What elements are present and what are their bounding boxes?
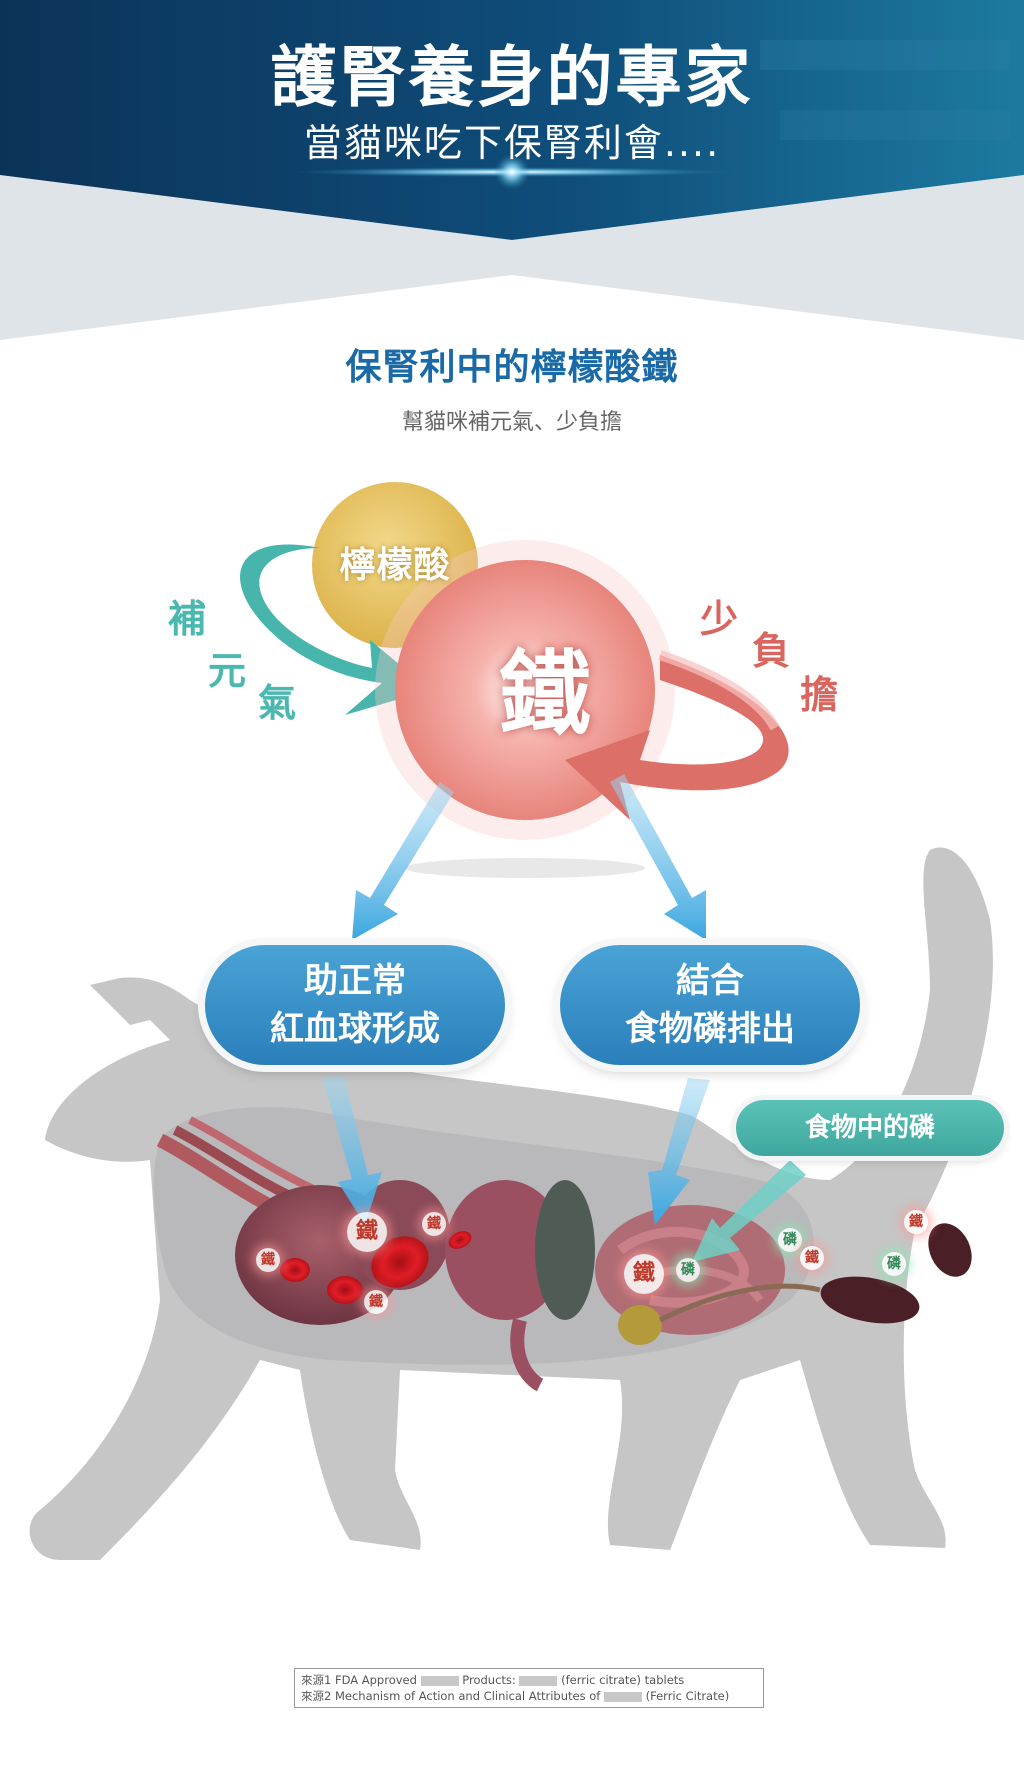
section-subtitle: 幫貓咪補元氣、少負擔: [401, 410, 622, 435]
less-burden-label-char3: 擔: [800, 673, 839, 717]
dietary-phosphorus-pill: 食物中的磷: [736, 1100, 1004, 1156]
replenish-label-char1: 補: [168, 597, 207, 641]
iron-tag: 鐵: [904, 1210, 928, 1234]
reference-line-2: 來源2 Mechanism of Action and Clinical Att…: [301, 1688, 757, 1704]
less-burden-label-char1: 少: [700, 597, 739, 641]
bind-phosphorus-line1: 結合: [676, 961, 744, 1001]
references-box: 來源1 FDA Approved Products: (ferric citra…: [294, 1668, 764, 1708]
bind-phosphorus-line2: 食物磷排出: [625, 1009, 795, 1049]
redacted-brand: [603, 1691, 642, 1702]
iron-tag: 鐵: [624, 1254, 664, 1294]
blue-arrow-left-icon: [352, 782, 454, 940]
iron-tag: 鐵: [422, 1212, 446, 1236]
red-blood-cell: [371, 1236, 429, 1288]
reference-1-suffix: (ferric citrate) tablets: [561, 1673, 685, 1687]
red-blood-cell: [280, 1258, 310, 1282]
redacted-brand: [420, 1675, 459, 1686]
reference-1-mid: Products:: [462, 1673, 516, 1687]
mechanism-illustration: [29, 482, 993, 1560]
redacted-brand: [519, 1675, 558, 1686]
iron-tag: 鐵: [256, 1248, 280, 1272]
reference-1-prefix: 來源1 FDA Approved: [301, 1673, 417, 1687]
blue-arrow-down-left-icon: [322, 1076, 382, 1225]
replenish-label-char3: 氣: [258, 681, 297, 725]
phosphorus-tag: 磷: [676, 1258, 700, 1282]
header-banner: [0, 0, 1024, 340]
page-title: 護腎養身的專家: [270, 39, 754, 116]
page-subtitle: 當貓咪吃下保腎利會....: [303, 121, 721, 165]
red-blood-cell: [448, 1231, 472, 1249]
citric-acid-label: 檸檬酸: [339, 545, 451, 586]
teal-arrow-icon: [240, 544, 430, 715]
reference-2-suffix: (Ferric Citrate): [645, 1689, 730, 1703]
stomach-organ: [535, 1180, 595, 1320]
iron-tag: 鐵: [800, 1246, 824, 1270]
phosphorus-tag: 磷: [778, 1228, 802, 1252]
blue-arrow-down-right-icon: [648, 1078, 710, 1225]
feces: [820, 1276, 920, 1324]
iron-tag: 鐵: [347, 1212, 387, 1252]
bladder-organ: [618, 1305, 662, 1345]
less-burden-label-char2: 負: [752, 629, 791, 673]
teal-arrow-phosphorus-icon: [692, 1160, 806, 1262]
bind-phosphorus-box: 結合 食物磷排出: [560, 945, 860, 1065]
red-blood-cell: [327, 1276, 363, 1304]
liver-organ: [445, 1180, 565, 1320]
phosphorus-tag: 磷: [882, 1252, 906, 1276]
iron-label: 鐵: [498, 641, 591, 748]
feces: [928, 1223, 972, 1277]
blue-arrow-right-icon: [610, 774, 706, 940]
rbc-formation-line1: 助正常: [304, 961, 406, 1001]
section-title: 保腎利中的檸檬酸鐵: [345, 347, 679, 388]
iron-tag: 鐵: [364, 1290, 388, 1314]
rbc-formation-box: 助正常 紅血球形成: [205, 945, 505, 1065]
rbc-formation-line2: 紅血球形成: [270, 1009, 440, 1049]
reference-line-1: 來源1 FDA Approved Products: (ferric citra…: [301, 1672, 757, 1688]
reference-2-prefix: 來源2 Mechanism of Action and Clinical Att…: [301, 1689, 601, 1703]
replenish-label-char2: 元: [208, 649, 247, 693]
